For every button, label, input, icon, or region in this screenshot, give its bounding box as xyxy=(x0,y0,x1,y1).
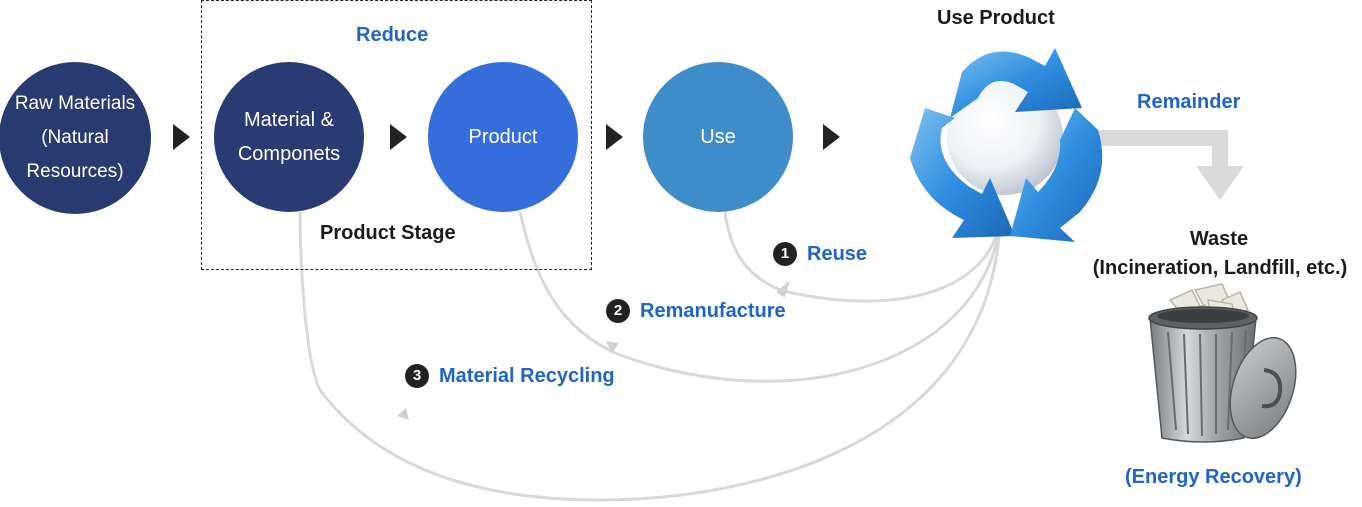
remainder-label: Remainder xyxy=(1137,91,1241,113)
recycling-arrowhead xyxy=(397,408,409,420)
loop-label: Reuse xyxy=(807,243,868,265)
loop-reuse: 1 Reuse xyxy=(773,242,867,266)
feedback-loops xyxy=(298,211,1002,502)
reuse-arrowhead xyxy=(776,279,791,298)
reduce-label: Reduce xyxy=(356,24,429,46)
stage-product: Product xyxy=(428,62,578,212)
remanufacture-loop xyxy=(518,211,1002,383)
use-product-label: Use Product xyxy=(937,7,1055,29)
loop-label: Remanufacture xyxy=(640,300,786,322)
loop-number-badge: 2 xyxy=(606,299,630,323)
stage-use: Use xyxy=(643,62,793,212)
remanufacture-arrowhead xyxy=(606,341,619,353)
reuse-loop xyxy=(723,211,1002,303)
recycling-loop xyxy=(298,211,1002,502)
waste-title: Waste xyxy=(1189,228,1249,250)
product-stage-box xyxy=(201,0,592,270)
waste-detail: (Incineration, Landfill, etc.) xyxy=(1092,257,1348,279)
loop-label: Material Recycling xyxy=(439,365,615,387)
flow-arrow-2 xyxy=(390,124,407,150)
flow-arrow-4 xyxy=(823,124,840,150)
energy-recovery-label: (Energy Recovery) xyxy=(1125,466,1302,488)
loop-number-badge: 1 xyxy=(773,242,797,266)
stage-material-components-label: Material & Componets xyxy=(237,109,341,165)
stage-product-label: Product xyxy=(468,126,538,148)
remainder-arrow xyxy=(1090,130,1244,200)
stage-raw-materials-label: Raw Materials (Natural Resources) xyxy=(14,93,136,182)
recycle-icon xyxy=(910,48,1103,242)
trash-can-icon xyxy=(1148,283,1297,443)
product-stage-label: Product Stage xyxy=(320,222,456,244)
stage-material-components: Material & Componets xyxy=(214,62,364,212)
flow-arrow-3 xyxy=(606,124,623,150)
stage-raw-materials: Raw Materials (Natural Resources) xyxy=(0,62,151,214)
stage-use-label: Use xyxy=(700,126,736,148)
loop-number-badge: 3 xyxy=(405,364,429,388)
loop-remanufacture: 2 Remanufacture xyxy=(606,299,786,323)
flow-arrow-1 xyxy=(173,124,190,150)
loop-material-recycling: 3 Material Recycling xyxy=(405,364,615,388)
